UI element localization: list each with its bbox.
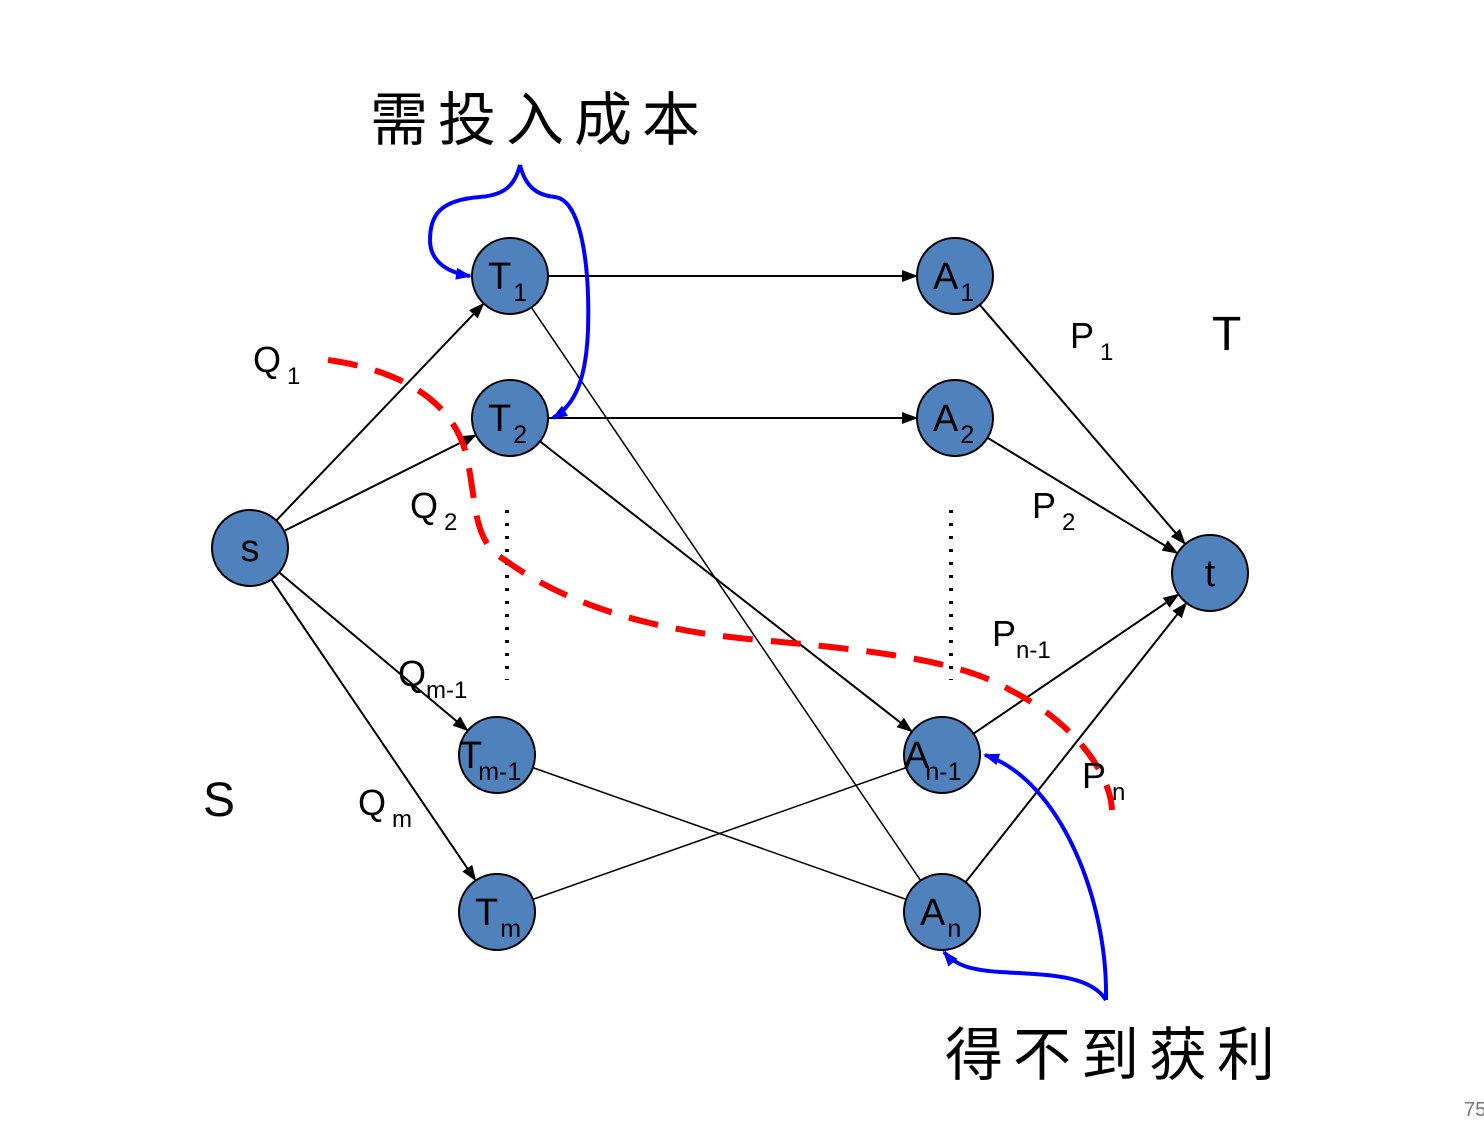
node-circle — [471, 379, 549, 457]
node-Tm: Tm — [458, 873, 536, 951]
node-subscript: 2 — [960, 421, 974, 449]
edge-s-to-Tm1 — [278, 571, 469, 732]
node-subscript: m — [500, 915, 521, 943]
node-subscript: 1 — [513, 279, 527, 307]
node-T2: T2 — [471, 379, 549, 457]
node-circle — [916, 237, 994, 315]
edge-s-to-T2 — [283, 434, 477, 532]
capacity-subscript: m-1 — [426, 677, 467, 704]
node-A1: A1 — [916, 237, 994, 315]
edge-A1-to-t — [978, 304, 1187, 545]
node-label: s — [241, 528, 260, 570]
page-number: 75 — [1464, 1099, 1484, 1121]
node-circle — [1171, 534, 1249, 612]
node-subscript: 2 — [513, 421, 527, 449]
edge-T1-to-An — [530, 307, 922, 881]
node-subscript: n-1 — [925, 758, 961, 786]
node-circle — [903, 716, 981, 794]
edge-T2-to-An1 — [539, 440, 913, 733]
capacity-subscript: 1 — [287, 363, 300, 390]
node-label: t — [1205, 553, 1216, 595]
node-Tm1: Tm-1 — [458, 716, 536, 794]
profit-arrow-to-An1 — [983, 753, 1109, 1001]
capacity-subscript: 1 — [1100, 339, 1113, 366]
node-s: s — [211, 509, 289, 587]
node-circle — [903, 873, 981, 951]
edge-s-to-T1 — [275, 302, 485, 522]
node-subscript: m-1 — [478, 758, 521, 786]
node-An: An — [903, 873, 981, 951]
source-set-label: S — [203, 774, 235, 827]
capacity-label-Pn1: Pn-1 — [992, 613, 1051, 664]
min-cut-dashed-line — [327, 357, 1115, 811]
node-T1: T1 — [471, 237, 549, 315]
edge-s-to-Tm — [270, 578, 477, 882]
node-circle — [458, 873, 536, 951]
node-circle — [211, 509, 289, 587]
capacity-subscript: n — [1112, 779, 1125, 806]
node-subscript: 1 — [960, 279, 974, 307]
edge-Tm-to-An1 — [532, 766, 907, 901]
edge-An1-to-t — [972, 593, 1180, 735]
cost-brace-left-arrow — [427, 164, 522, 280]
capacity-subscript: n-1 — [1016, 637, 1051, 664]
capacity-subscript: 2 — [1062, 509, 1075, 536]
node-circle — [471, 237, 549, 315]
edge-A2-to-t — [986, 436, 1179, 555]
edges-layer — [270, 270, 1188, 901]
node-A2: A2 — [916, 379, 994, 457]
sink-set-label: T — [1212, 308, 1241, 361]
node-t: t — [1171, 534, 1249, 612]
node-An1: An-1 — [903, 716, 981, 794]
node-subscript: n — [947, 915, 961, 943]
capacity-label-Qm1: Qm-1 — [398, 653, 467, 704]
cost-annotation-text: 需投入成本 — [370, 86, 710, 154]
cost-brace-right-arrow — [518, 164, 591, 420]
profit-arrow-to-An — [942, 950, 1108, 1002]
node-circle — [916, 379, 994, 457]
node-circle — [458, 716, 536, 794]
edge-An-to-t — [964, 602, 1188, 883]
capacity-subscript: 2 — [444, 509, 457, 536]
no-profit-annotation-text: 得不到获利 — [945, 1021, 1285, 1089]
capacity-subscript: m — [392, 806, 412, 833]
